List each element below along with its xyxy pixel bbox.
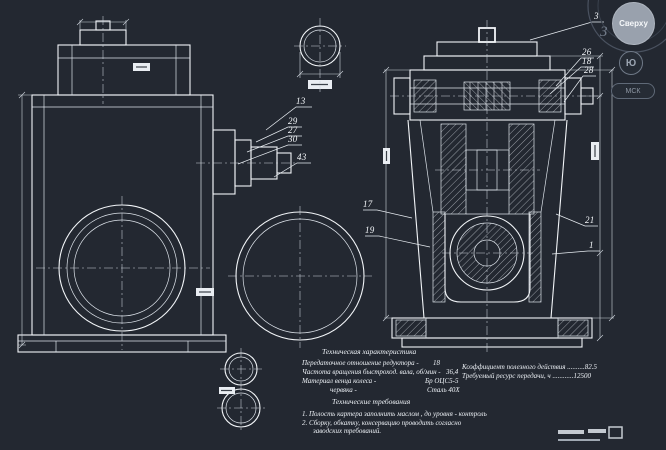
callout-27: 27 (288, 125, 298, 135)
tech-chars-row-value: Бр ОЦС5-5 (425, 377, 459, 385)
callout-17: 17 (363, 199, 373, 209)
tech-reqs-line: 1. Полость картера заполнить маслом , до… (302, 410, 487, 418)
side-view-bore (228, 206, 372, 348)
callout-26: 26 (582, 47, 592, 57)
app-watermark-logo (558, 426, 623, 441)
tech-chars-resource-line: Требуемый ресурс передачи, ч ...........… (462, 372, 592, 380)
tech-chars-kpd-line: Коэффициент полезного действия .........… (462, 363, 598, 371)
detail-view-oil-gauge (217, 348, 265, 432)
callout-3: 3 (594, 11, 599, 21)
tech-chars-row-label: Частота вращения быстроход. вала, об/мин… (302, 368, 441, 376)
view-west-button[interactable]: З (600, 24, 608, 40)
tech-chars-row-label: червяка - (330, 386, 357, 394)
csys-button[interactable]: МСК (611, 83, 655, 99)
tech-chars-row-value: 36,4 (446, 368, 459, 376)
callout-leaders (237, 21, 604, 255)
dimension-label-box (219, 387, 235, 394)
callout-29: 29 (288, 116, 298, 126)
callout-30: 30 (288, 134, 298, 144)
callout-13: 13 (296, 96, 306, 106)
left-view-front (17, 16, 298, 353)
detail-view-small-circle (294, 18, 346, 92)
tech-reqs-line: 2. Сборку, обкатку, консервацию проводит… (302, 419, 462, 427)
tech-chars-row-value: Сталь 40Х (427, 386, 460, 394)
callout-1: 1 (589, 240, 594, 250)
view-top-button[interactable]: Сверху (612, 2, 655, 45)
dimension-label-box (383, 142, 599, 164)
callout-18: 18 (582, 56, 592, 66)
callout-43: 43 (297, 152, 307, 162)
tech-chars-row-label: Передаточное отношение редуктора - (302, 359, 419, 367)
dimension-label-box (133, 63, 214, 296)
callout-21: 21 (585, 215, 595, 225)
view-top-label: Сверху (619, 19, 648, 28)
csys-label: МСК (625, 87, 641, 95)
right-view-section (382, 20, 616, 352)
tech-chars-row-label: Материал венца колеса - (302, 377, 377, 385)
callout-28: 28 (584, 65, 594, 75)
tech-chars-row-value: 18 (433, 359, 440, 367)
view-south-button[interactable]: Ю (619, 51, 643, 75)
tech-chars-title: Техническая характеристика (322, 347, 417, 356)
view-south-label: Ю (625, 57, 637, 69)
tech-reqs-line: заводских требований. (313, 427, 382, 435)
dimension-label-box (308, 80, 332, 89)
tech-reqs-title: Технические требования (332, 397, 411, 406)
callout-19: 19 (365, 225, 375, 235)
